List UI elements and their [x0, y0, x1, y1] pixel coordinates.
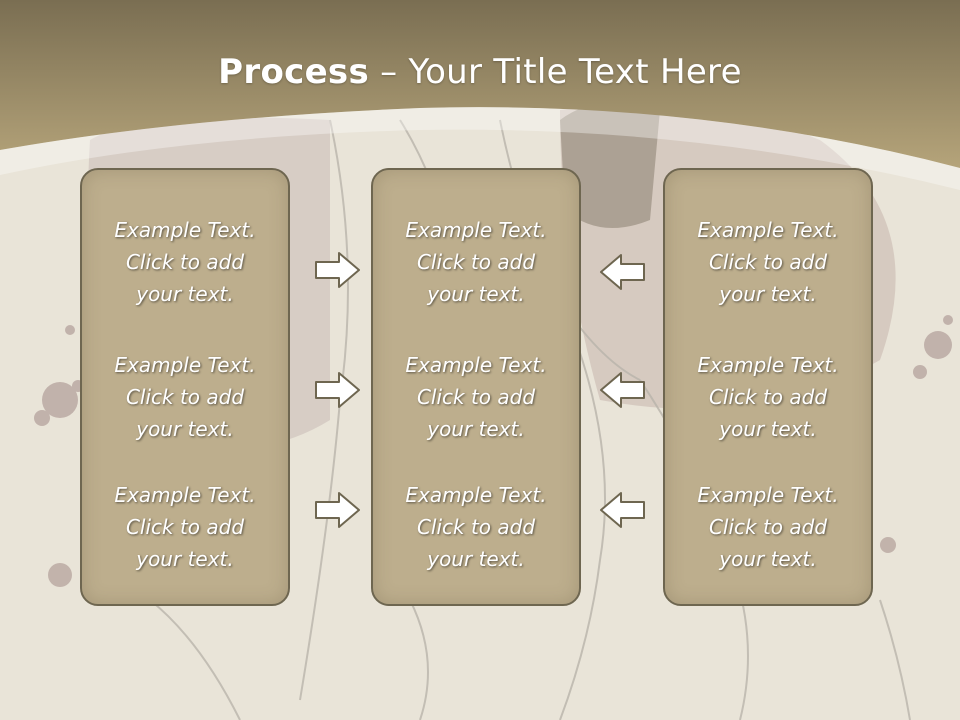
text-line: Click to add — [708, 385, 828, 409]
text-block[interactable]: Example Text. Click to add your text. — [665, 479, 871, 575]
text-line: Example Text. — [697, 218, 839, 242]
text-line: Example Text. — [114, 353, 256, 377]
text-block[interactable]: Example Text. Click to add your text. — [665, 349, 871, 445]
arrow-left-icon[interactable] — [597, 252, 647, 292]
text-line: Click to add — [708, 250, 828, 274]
text-line: your text. — [136, 282, 234, 306]
text-line: Example Text. — [114, 483, 256, 507]
text-line: your text. — [427, 417, 525, 441]
text-block[interactable]: Example Text. Click to add your text. — [82, 214, 288, 310]
arrow-left-icon[interactable] — [597, 370, 647, 410]
text-line: your text. — [136, 417, 234, 441]
text-line: your text. — [719, 282, 817, 306]
title-rest: – Your Title Text Here — [369, 52, 742, 92]
text-line: Click to add — [125, 515, 245, 539]
text-line: Example Text. — [405, 218, 547, 242]
text-block[interactable]: Example Text. Click to add your text. — [82, 349, 288, 445]
text-line: your text. — [427, 282, 525, 306]
text-line: your text. — [136, 547, 234, 571]
text-line: Example Text. — [697, 483, 839, 507]
title-bold: Process — [218, 52, 370, 92]
process-box-center[interactable]: Example Text. Click to add your text. Ex… — [371, 168, 581, 606]
text-line: your text. — [719, 417, 817, 441]
process-box-right[interactable]: Example Text. Click to add your text. Ex… — [663, 168, 873, 606]
text-line: Click to add — [416, 250, 536, 274]
text-line: Click to add — [416, 515, 536, 539]
text-block[interactable]: Example Text. Click to add your text. — [665, 214, 871, 310]
text-block[interactable]: Example Text. Click to add your text. — [373, 214, 579, 310]
arrow-right-icon[interactable] — [313, 370, 363, 410]
text-line: Example Text. — [114, 218, 256, 242]
arrow-left-icon[interactable] — [597, 490, 647, 530]
text-line: Example Text. — [697, 353, 839, 377]
arrow-right-icon[interactable] — [313, 490, 363, 530]
text-line: Click to add — [125, 250, 245, 274]
text-block[interactable]: Example Text. Click to add your text. — [373, 349, 579, 445]
process-box-left[interactable]: Example Text. Click to add your text. Ex… — [80, 168, 290, 606]
text-line: your text. — [427, 547, 525, 571]
text-line: Example Text. — [405, 353, 547, 377]
arrow-right-icon[interactable] — [313, 250, 363, 290]
slide-title[interactable]: Process – Your Title Text Here — [0, 52, 960, 92]
text-line: Click to add — [125, 385, 245, 409]
text-block[interactable]: Example Text. Click to add your text. — [82, 479, 288, 575]
text-block[interactable]: Example Text. Click to add your text. — [373, 479, 579, 575]
text-line: Click to add — [708, 515, 828, 539]
text-line: your text. — [719, 547, 817, 571]
text-line: Example Text. — [405, 483, 547, 507]
text-line: Click to add — [416, 385, 536, 409]
